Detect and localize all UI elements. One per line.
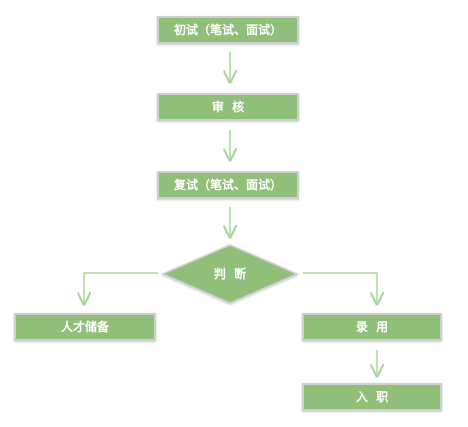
step-onboard: 入 职 bbox=[302, 383, 442, 411]
decision-label: 判 断 bbox=[213, 267, 247, 281]
step-initial-exam: 初试（笔试、面试） bbox=[157, 16, 299, 44]
arrow-decision-to-hire bbox=[303, 272, 377, 304]
step-hire: 录 用 bbox=[302, 313, 442, 341]
step-review: 审 核 bbox=[157, 93, 299, 121]
step-talent-reserve: 人才储备 bbox=[14, 313, 156, 341]
arrow-decision-to-reserve bbox=[84, 272, 158, 304]
step-second-exam: 复试（笔试、面试） bbox=[157, 171, 299, 199]
decision-diamond bbox=[161, 244, 299, 304]
